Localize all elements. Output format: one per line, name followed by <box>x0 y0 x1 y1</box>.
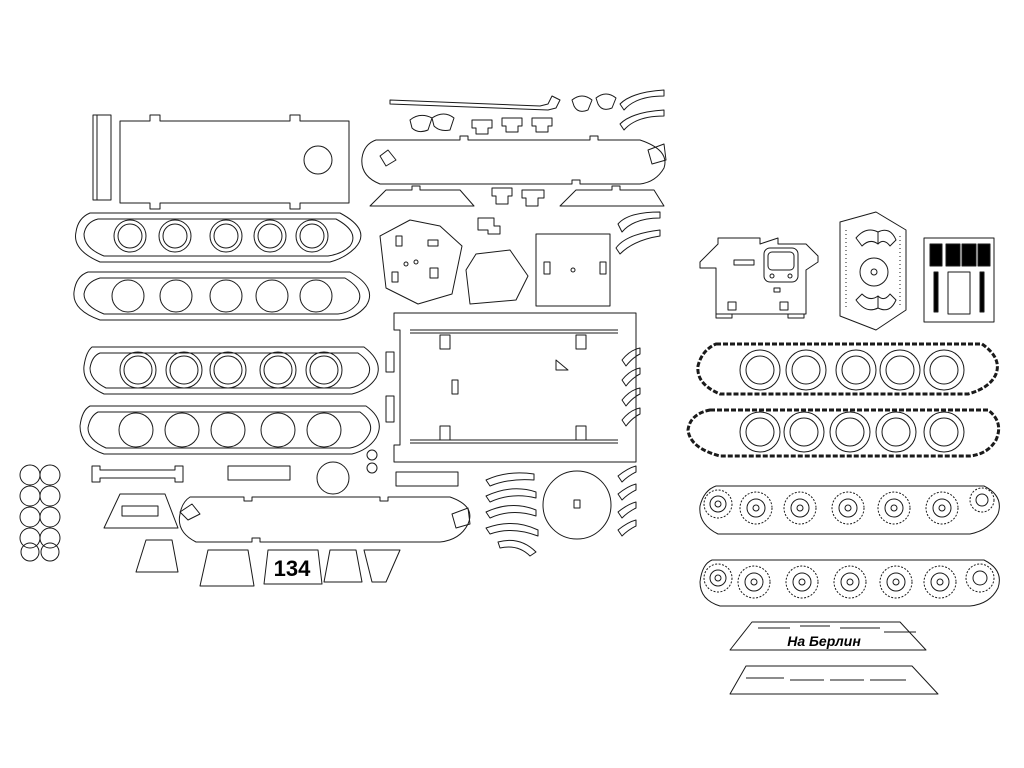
spoked-wheel-panel-1-part <box>699 485 1000 535</box>
curved-bracket-parts <box>621 347 641 427</box>
turret-front-part <box>465 217 529 305</box>
turret-side-panels: 134 <box>135 539 401 587</box>
slogan-label: На Берлин <box>787 633 861 649</box>
small-disc-parts <box>19 464 61 562</box>
hull-number-label: 134 <box>274 556 311 581</box>
track-guard-strip-part <box>361 135 667 185</box>
side-panel-3-part <box>83 346 379 395</box>
fender-parts <box>369 185 665 207</box>
gun-barrel-part <box>389 95 561 111</box>
slogan-fender-plate-part: На Берлин <box>729 621 927 651</box>
plain-fender-plate-part <box>729 665 939 695</box>
turret-base-part <box>535 233 611 307</box>
rear-hull-plate-part <box>699 237 819 319</box>
track-link-panel-2-part <box>686 408 1001 458</box>
spoked-wheels <box>703 487 995 525</box>
turret-roof-part <box>379 219 463 305</box>
road-wheel-holes <box>113 219 329 253</box>
track-link-panel-1-part <box>696 342 999 396</box>
glacis-plate-part <box>103 493 179 529</box>
side-panel-2-part <box>73 271 370 321</box>
radiator-grill-part <box>923 237 995 323</box>
hatch-parts <box>409 89 665 135</box>
side-panel-1-part <box>75 212 362 263</box>
upper-hull-plate-part <box>119 114 350 210</box>
spoked-wheel-panel-2-part <box>699 559 1000 607</box>
small-rect-parts <box>91 449 459 495</box>
engine-deck-part <box>839 211 907 331</box>
turret-ring-disc-part <box>542 470 612 540</box>
hull-bottom-strip-part <box>178 496 471 543</box>
swoosh-parts <box>485 472 539 557</box>
curved-strip-parts <box>615 211 661 255</box>
side-panel-4-part <box>79 405 380 455</box>
main-hull-plate-part <box>385 312 637 463</box>
side-strip-part <box>92 114 112 201</box>
curved-bracket-parts-2 <box>617 465 637 537</box>
